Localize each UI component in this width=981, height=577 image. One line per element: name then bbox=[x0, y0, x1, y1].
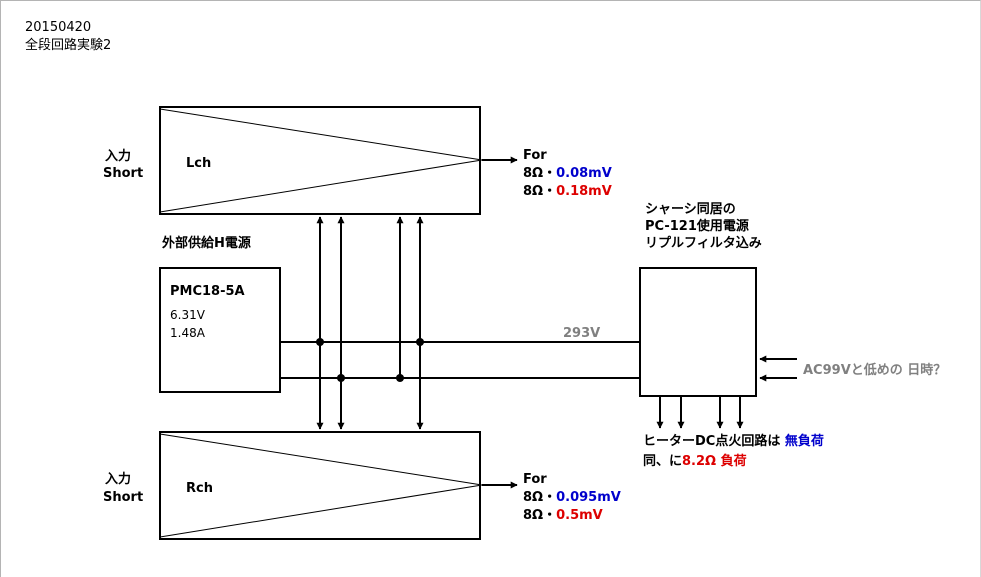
junction-dot bbox=[396, 374, 404, 382]
lch-load-2: 8Ω・ bbox=[523, 184, 557, 199]
rch-channel-label: Rch bbox=[186, 481, 213, 496]
page-title: 全段回路実験2 bbox=[25, 38, 112, 53]
rch-noise-2: 0.5mV bbox=[556, 508, 603, 523]
date-label: 20150420 bbox=[25, 20, 92, 35]
filter-label-line2: PC-121使用電源 bbox=[645, 219, 749, 234]
psu-title: 外部供給H電源 bbox=[162, 236, 251, 251]
lch-noise-1: 0.08mV bbox=[556, 166, 612, 181]
lch-amplifier-block bbox=[159, 106, 483, 215]
rch-input-label: 入力 bbox=[105, 472, 132, 487]
rch-measurement-2: 8Ω・0.5mV bbox=[523, 508, 603, 524]
heater-note-line1: ヒーターDC点火回路は 無負荷 bbox=[643, 434, 824, 450]
lch-for-label: For bbox=[523, 148, 547, 163]
lch-channel-label: Lch bbox=[186, 156, 212, 171]
filter-label-line3: リプルフィルタ込み bbox=[645, 236, 762, 251]
heater-no-load: 無負荷 bbox=[784, 434, 824, 449]
psu-voltage: 6.31V bbox=[170, 308, 205, 322]
rch-measurement-1: 8Ω・0.095mV bbox=[523, 490, 621, 506]
heater-note-prefix-2: 同、に bbox=[643, 454, 683, 469]
heater-note-line2: 同、に8.2Ω 負荷 bbox=[643, 454, 747, 470]
psu-current: 1.48A bbox=[170, 326, 205, 340]
lch-load-1: 8Ω・ bbox=[523, 166, 557, 181]
junction-dot bbox=[316, 338, 324, 346]
b-plus-voltage: 293V bbox=[563, 326, 601, 341]
rch-input-short: Short bbox=[103, 490, 144, 505]
lch-input-short: Short bbox=[103, 166, 144, 181]
rch-load-1: 8Ω・ bbox=[523, 490, 557, 505]
rch-load-2: 8Ω・ bbox=[523, 508, 557, 523]
ripple-filter-box bbox=[639, 267, 757, 397]
rch-amplifier-block bbox=[159, 431, 483, 540]
junction-dot bbox=[337, 374, 345, 382]
rch-noise-1: 0.095mV bbox=[556, 490, 621, 505]
lch-measurement-2: 8Ω・0.18mV bbox=[523, 184, 612, 200]
lch-measurement-1: 8Ω・0.08mV bbox=[523, 166, 612, 182]
heater-note-prefix: ヒーターDC点火回路は bbox=[643, 434, 785, 449]
junction-dot bbox=[416, 338, 424, 346]
lch-input-label: 入力 bbox=[105, 149, 132, 164]
rch-for-label: For bbox=[523, 472, 547, 487]
lch-noise-2: 0.18mV bbox=[556, 184, 612, 199]
heater-load-value: 8.2Ω 負荷 bbox=[682, 454, 747, 469]
psu-model: PMC18-5A bbox=[170, 284, 245, 299]
pmc-power-supply-box bbox=[159, 267, 281, 393]
ac-voltage-note: AC99Vと低めの 日時？ bbox=[803, 363, 947, 378]
filter-label-line1: シャーシ同居の bbox=[645, 202, 736, 217]
